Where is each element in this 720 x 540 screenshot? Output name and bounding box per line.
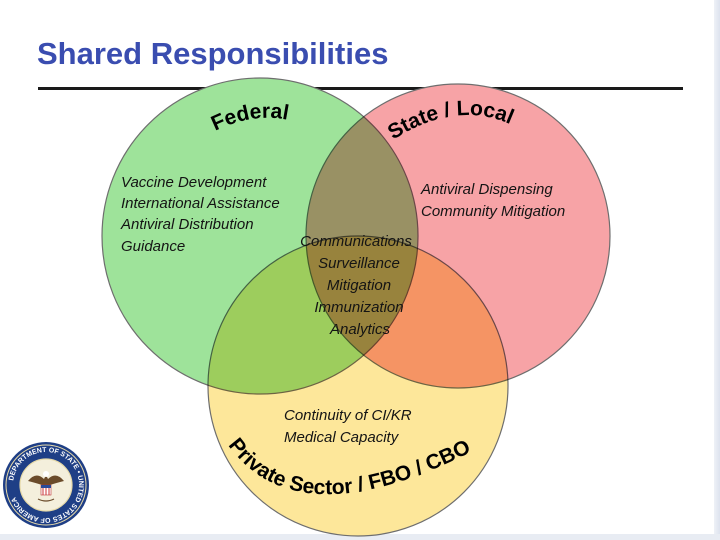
federal-item: Guidance — [121, 238, 185, 255]
page-title: Shared Responsibilities — [37, 36, 389, 71]
right-edge-strip — [714, 0, 720, 540]
shared-item: Mitigation — [327, 277, 391, 294]
shared-item: Communications — [300, 233, 412, 250]
state-local-item: Community Mitigation — [421, 203, 565, 220]
title-divider — [38, 87, 683, 90]
federal-item: International Assistance — [121, 195, 280, 212]
bottom-edge-strip — [0, 534, 720, 540]
state-local-item: Antiviral Dispensing — [420, 181, 553, 198]
federal-item: Antiviral Distribution — [120, 216, 254, 233]
shared-item: Analytics — [329, 321, 391, 338]
private-sector-circle — [207, 235, 509, 537]
shared-item: Immunization — [314, 299, 403, 316]
private-sector-item: Continuity of CI/KR — [284, 407, 412, 424]
federal-item: Vaccine Development — [121, 174, 267, 191]
department-of-state-seal: DEPARTMENT OF STATE • UNITED STATES OF A… — [3, 442, 89, 528]
private-sector-item: Medical Capacity — [284, 429, 400, 446]
shared-item: Surveillance — [318, 255, 400, 272]
